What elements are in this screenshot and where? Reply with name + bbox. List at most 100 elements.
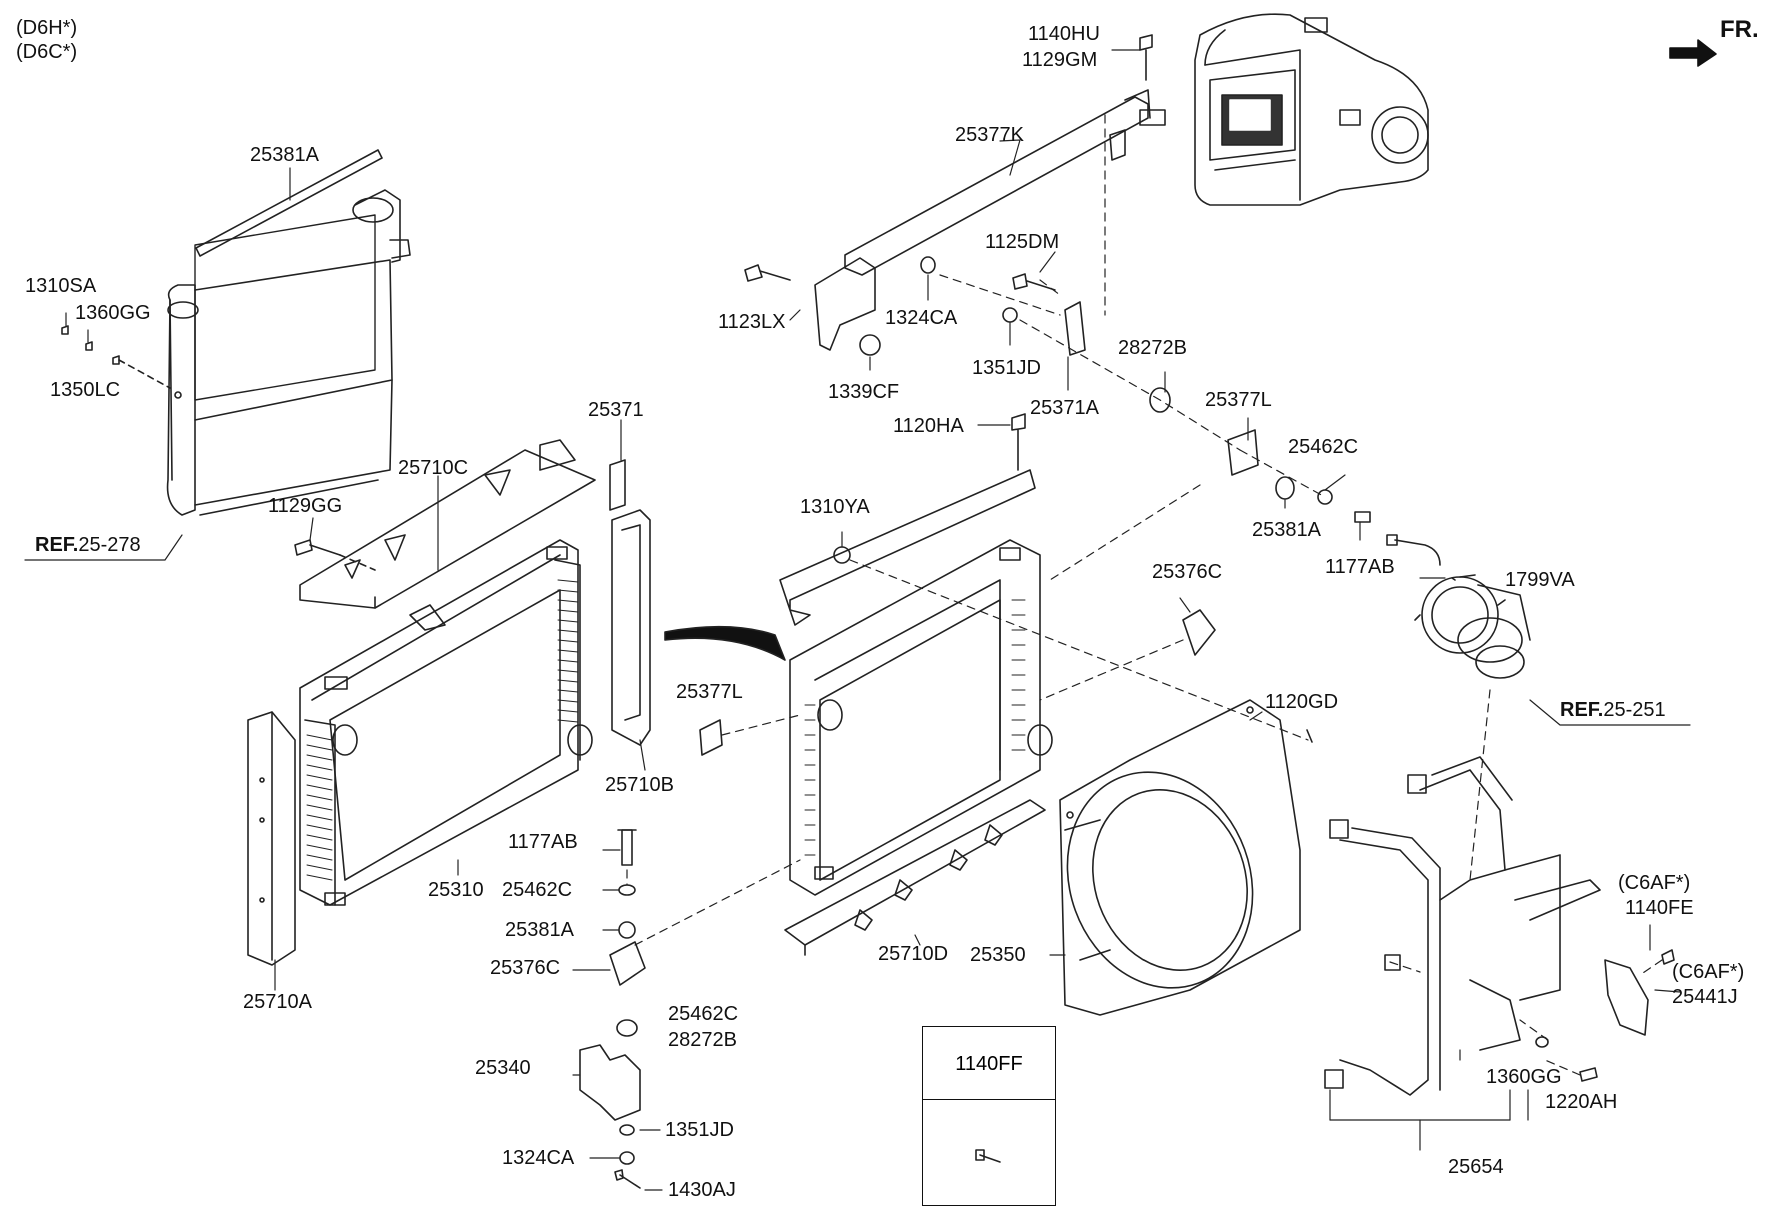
bracket-25377L-top [1227,429,1259,476]
part-label-1799VA[interactable]: 1799VA [1505,569,1575,591]
part-label-25377L-left[interactable]: 25377L [676,681,743,703]
assembly-guide-lines [626,114,1663,1076]
nut-1360GG-bottom [1535,1036,1549,1048]
part-label-25654[interactable]: 25654 [1448,1156,1504,1178]
bracket-25371A [1064,301,1086,356]
part-label-25710D[interactable]: 25710D [878,943,949,965]
shroud-panel-25710C [299,439,596,631]
callout-divider [923,1099,1055,1100]
part-label-25462C-bottom[interactable]: 25462C [668,1003,739,1025]
part-label-25381A-right[interactable]: 25381A [1252,519,1321,541]
part-label-28272B-top[interactable]: 28272B [1118,337,1187,359]
truck-location-illustration [1194,13,1429,206]
fastener-1310SA [61,325,69,335]
front-direction-arrow [1669,39,1717,67]
part-label-1123LX[interactable]: 1123LX [718,311,786,333]
part-label-1220AH[interactable]: 1220AH [1545,1091,1618,1113]
ref-link-25-278[interactable]: REF.25-278 [35,535,141,555]
bushing-25381A-right [1275,476,1295,500]
part-label-1120HA[interactable]: 1120HA [893,415,964,437]
part-label-1350LC[interactable]: 1350LC [50,379,121,401]
fan-clutch [1414,574,1531,679]
part-label-25381A-top[interactable]: 25381A [250,144,319,166]
bolt-1140FF-callout [975,1149,1001,1163]
part-label-25710B[interactable]: 25710B [605,774,674,796]
side-panel-25710B [611,509,651,746]
part-label-1360GG-top[interactable]: 1360GG [75,302,151,324]
part-label-25376C-right[interactable]: 25376C [1152,561,1223,583]
part-label-1140HU[interactable]: 1140HU [1028,23,1100,45]
washer-25462C-left [618,884,636,896]
variant-label-c6af-1: (C6AF*) [1618,872,1691,894]
bracket-25376C-right [1182,609,1216,656]
bolt-1125DM [1012,273,1056,291]
intercooler [166,189,411,516]
part-label-25441J[interactable]: 25441J [1672,986,1738,1008]
bushing-28272B-bottom [616,1019,638,1037]
leader-lines [24,49,1691,1191]
part-label-25371[interactable]: 25371 [588,399,644,421]
bolt-1120HA [1011,413,1026,471]
part-label-1351JD-bottom[interactable]: 1351JD [665,1119,734,1141]
nut-1339CF [859,334,881,356]
nut-1324CA-top [920,256,936,274]
part-label-25710C[interactable]: 25710C [398,457,469,479]
bracket-25377L-left [699,719,723,756]
ref-prefix: REF. [35,534,79,556]
part-label-28272B-bottom[interactable]: 28272B [668,1029,737,1051]
part-label-1177AB-right[interactable]: 1177AB [1325,556,1395,578]
intercooler-seal-strip [195,149,383,257]
part-label-1310YA[interactable]: 1310YA [800,496,870,518]
part-label-25462C-left[interactable]: 25462C [502,879,573,901]
bracket-25441J [1604,959,1649,1036]
sensor-1799VA [1386,534,1456,581]
bolt-1220AH [1579,1067,1598,1082]
callout-label-1140FF: 1140FF [955,1053,1023,1075]
bolt-1120GD [1306,729,1313,743]
part-label-1324CA-top[interactable]: 1324CA [885,307,958,329]
bolt-1430AJ [614,1169,641,1189]
part-label-1339CF[interactable]: 1339CF [828,381,900,403]
variant-label-d6c: (D6C*) [16,41,78,63]
nut-1324CA-bottom [619,1151,635,1165]
part-label-1177AB-left[interactable]: 1177AB [508,831,578,853]
part-label-1120GD[interactable]: 1120GD [1265,691,1339,713]
bolt-1177AB-left [617,829,637,866]
part-label-25381A-left[interactable]: 25381A [505,919,574,941]
washer-25462C-right [1317,489,1333,505]
part-label-1125DM[interactable]: 1125DM [985,231,1060,253]
part-label-25310[interactable]: 25310 [428,879,484,901]
washer-1351JD-top [1002,307,1018,323]
radiator-assembly [789,539,1053,896]
callout-box-1140FF[interactable]: 1140FF [922,1026,1056,1206]
upper-bracket [779,469,1036,626]
part-label-25377K[interactable]: 25377K [955,124,1024,146]
bolt-1140FE [1661,949,1675,965]
ref-prefix: REF. [1560,699,1604,721]
part-label-25377L-top[interactable]: 25377L [1205,389,1272,411]
bolt-1177AB-right [1354,511,1371,523]
part-label-25376C-left[interactable]: 25376C [490,957,561,979]
part-label-1324CA-bottom[interactable]: 1324CA [502,1147,575,1169]
front-direction-label: FR. [1720,16,1759,43]
part-label-1360GG-bottom[interactable]: 1360GG [1486,1066,1562,1088]
part-label-25340[interactable]: 25340 [475,1057,531,1079]
part-label-1140FE[interactable]: 1140FE [1625,897,1694,919]
ref-number: 25-278 [78,534,141,556]
part-label-25462C-right[interactable]: 25462C [1288,436,1359,458]
part-label-1129GG[interactable]: 1129GG [268,495,343,517]
assembly-arrow [664,625,786,661]
part-label-1351JD-top[interactable]: 1351JD [972,357,1041,379]
part-label-1129GM[interactable]: 1129GM [1022,49,1098,71]
side-panel-25710A [247,711,296,966]
ref-link-25-251[interactable]: REF.25-251 [1560,700,1666,720]
part-label-25350[interactable]: 25350 [970,944,1026,966]
part-label-1310SA[interactable]: 1310SA [25,275,97,297]
bushing-25381A-left [618,921,636,939]
part-label-1430AJ[interactable]: 1430AJ [668,1179,736,1201]
part-label-25710A[interactable]: 25710A [243,991,312,1013]
part-label-25371A[interactable]: 25371A [1030,397,1099,419]
bushing-28272B-top [1149,387,1171,413]
fastener-1350LC [85,341,93,351]
